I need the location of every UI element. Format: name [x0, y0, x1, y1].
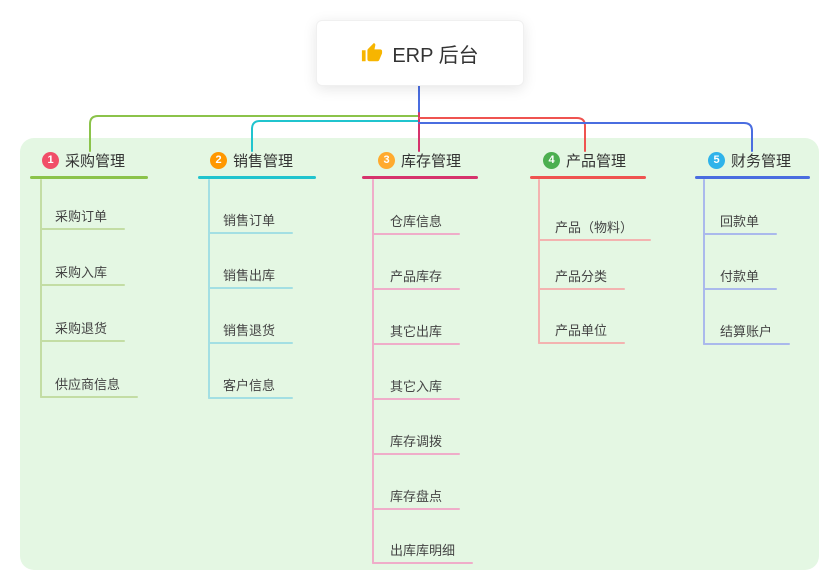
branch-label: 库存管理: [401, 152, 462, 170]
child-node[interactable]: 其它出库: [390, 324, 443, 339]
branch-child-connector: [372, 179, 374, 564]
branch-underline: [30, 176, 148, 179]
child-underline: [703, 233, 777, 235]
child-node[interactable]: 库存盘点: [390, 489, 443, 504]
branch-node-sales[interactable]: 2 销售管理: [210, 150, 293, 170]
child-underline: [208, 342, 293, 344]
child-underline: [372, 343, 460, 345]
child-underline: [372, 453, 460, 455]
child-underline: [372, 508, 460, 510]
child-node[interactable]: 回款单: [720, 214, 760, 229]
branch-badge: 4: [543, 151, 560, 169]
child-underline: [372, 233, 460, 235]
child-node[interactable]: 其它入库: [390, 379, 443, 394]
child-node[interactable]: 客户信息: [223, 378, 276, 393]
child-node[interactable]: 仓库信息: [390, 214, 443, 229]
child-node[interactable]: 采购退货: [55, 321, 108, 336]
child-underline: [703, 288, 777, 290]
branch-underline: [198, 176, 316, 179]
child-node[interactable]: 销售退货: [223, 323, 276, 338]
child-node[interactable]: 销售订单: [223, 213, 276, 228]
child-underline: [40, 340, 125, 342]
child-node[interactable]: 出库库明细: [390, 543, 456, 558]
child-underline: [538, 288, 625, 290]
child-underline: [208, 232, 293, 234]
branch-node-purchase[interactable]: 1 采购管理: [42, 150, 125, 170]
child-underline: [372, 288, 460, 290]
child-underline: [40, 284, 125, 286]
branch-underline: [530, 176, 646, 179]
branch-child-connector: [208, 179, 210, 399]
branch-badge: 1: [42, 151, 59, 169]
branch-node-finance[interactable]: 5 财务管理: [708, 150, 791, 170]
root-title: ERP 后台: [392, 44, 479, 67]
branch-label: 产品管理: [566, 152, 627, 170]
child-underline: [208, 397, 293, 399]
child-node[interactable]: 付款单: [720, 269, 760, 284]
child-node[interactable]: 产品分类: [555, 269, 608, 284]
branch-label: 销售管理: [233, 152, 294, 170]
child-underline: [372, 562, 473, 564]
child-underline: [538, 342, 625, 344]
child-node[interactable]: 结算账户: [720, 324, 773, 339]
branch-badge: 3: [378, 151, 395, 169]
child-node[interactable]: 产品（物料）: [555, 220, 634, 235]
branch-underline: [362, 176, 478, 179]
root-node[interactable]: ERP 后台: [316, 20, 524, 86]
branch-label: 财务管理: [731, 152, 792, 170]
branch-badge: 2: [210, 151, 227, 169]
child-underline: [703, 343, 790, 345]
branch-child-connector: [40, 179, 42, 398]
branch-badge: 5: [708, 151, 725, 169]
child-underline: [40, 228, 125, 230]
child-node[interactable]: 采购订单: [55, 209, 108, 224]
branch-underline: [695, 176, 810, 179]
child-node[interactable]: 销售出库: [223, 268, 276, 283]
branch-child-connector: [703, 179, 705, 345]
branch-child-connector: [538, 179, 540, 344]
child-underline: [538, 239, 651, 241]
child-underline: [208, 287, 293, 289]
branch-label: 采购管理: [65, 152, 126, 170]
child-underline: [372, 398, 460, 400]
child-underline: [40, 396, 138, 398]
branch-node-product[interactable]: 4 产品管理: [543, 150, 626, 170]
child-node[interactable]: 采购入库: [55, 265, 108, 280]
branch-node-inventory[interactable]: 3 库存管理: [378, 150, 461, 170]
branches-background-panel: [20, 138, 819, 570]
child-node[interactable]: 产品单位: [555, 323, 608, 338]
thumbs-up-icon: [361, 42, 383, 64]
child-node[interactable]: 库存调拨: [390, 434, 443, 449]
child-node[interactable]: 供应商信息: [55, 377, 121, 392]
child-node[interactable]: 产品库存: [390, 269, 443, 284]
